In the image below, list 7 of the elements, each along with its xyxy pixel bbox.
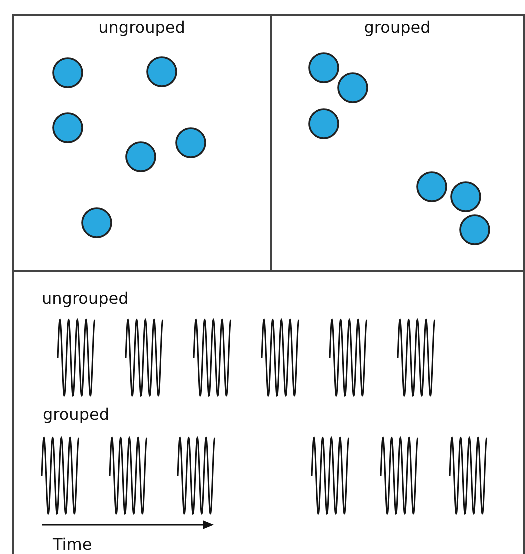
panel-heading: grouped xyxy=(363,18,432,37)
axis-label: Time xyxy=(53,535,92,554)
row-label: ungrouped xyxy=(42,289,129,308)
panel-heading: ungrouped xyxy=(98,18,186,37)
row-label: grouped xyxy=(43,405,110,424)
panel xyxy=(12,14,272,272)
panel xyxy=(270,14,525,272)
